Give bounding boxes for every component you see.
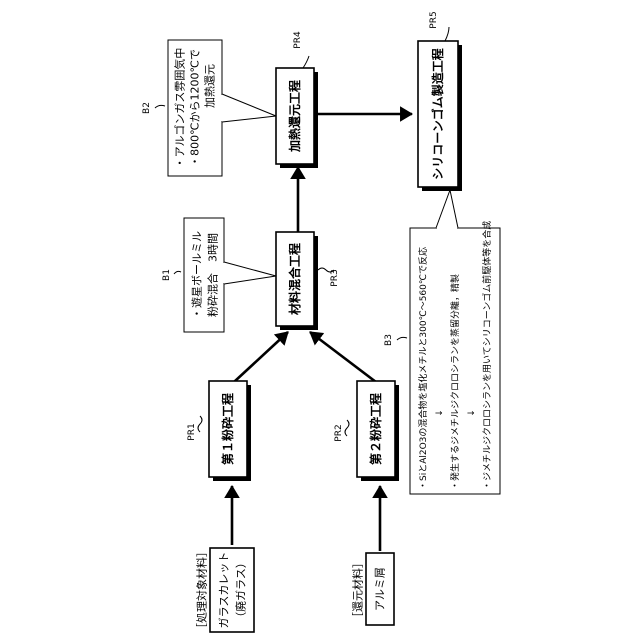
b3-leader <box>397 337 407 340</box>
b3-pointer <box>436 190 458 228</box>
input-reducing-material: ［還元材料］ アルミ屑 <box>351 553 395 625</box>
b3-line2: ・発生するジメチルジクロロシランを蒸留分離，精製 <box>449 274 461 490</box>
input-target-tag: ［処理対象材料］ <box>195 546 209 634</box>
pr2-label: 第２粉砕工程 <box>368 393 383 465</box>
b2-leader <box>155 105 165 108</box>
b3-arrow1: ↓ <box>435 409 445 417</box>
step-pr3: 材料混合工程 PR3 <box>276 232 340 330</box>
b2-pointer <box>222 94 276 122</box>
arrow-pr2-to-pr3 <box>310 332 376 382</box>
pr5-ref: PR5 <box>429 11 439 28</box>
flow-arrows <box>232 114 412 551</box>
input-reducer-line1: アルミ屑 <box>374 567 387 611</box>
b1-pointer <box>224 262 276 284</box>
pr3-label: 材料混合工程 <box>287 243 302 316</box>
b1-ref: B1 <box>162 269 172 281</box>
b3-ref: B3 <box>384 334 394 346</box>
input-target-material: ［処理対象材料］ ガラスカレット （廃ガラス） <box>195 546 255 634</box>
input-target-line1: ガラスカレット <box>218 552 231 629</box>
pr5-label: シリコーンゴム製造工程 <box>430 48 445 179</box>
pr1-label: 第１粉砕工程 <box>220 393 235 465</box>
b2-line1: ・アルゴンガス雰囲気中 <box>173 48 187 169</box>
step-pr2: 第２粉砕工程 PR2 <box>334 381 399 481</box>
b2-ref: B2 <box>142 102 152 114</box>
b3-arrow2: ↓ <box>467 409 477 417</box>
pr3-ref: PR3 <box>330 269 340 286</box>
input-target-line2: （廃ガラス） <box>234 557 248 623</box>
callout-b3: B3 ・SiとAl2O3の混合物を塩化メチルと300℃〜560℃で反応 ↓ ・発… <box>384 190 500 494</box>
pr1-ref: PR1 <box>187 423 197 440</box>
callout-b1: B1 ・遊星ボールミル 粉砕混合 3時間 <box>162 218 276 332</box>
pr4-ref: PR4 <box>293 31 303 49</box>
arrow-pr1-to-pr3 <box>234 332 288 382</box>
b1-line2: 粉砕混合 3時間 <box>206 233 220 317</box>
b3-line3: ・ジメチルジクロロシランを用いてシリコーンゴム前駆体等を合成 <box>481 221 493 490</box>
pr2-leader <box>345 420 349 436</box>
step-pr4: 加熱還元工程 PR4 <box>276 31 318 168</box>
b2-line3: 加熱還元 <box>204 64 217 108</box>
pr4-leader <box>303 56 309 68</box>
input-reducer-tag: ［還元材料］ <box>351 557 365 623</box>
b2-line2: ・800℃から1200℃で <box>189 49 202 167</box>
step-pr1: 第１粉砕工程 PR1 <box>187 381 251 481</box>
b1-leader <box>174 271 181 274</box>
pr2-ref: PR2 <box>334 424 344 441</box>
b1-line1: ・遊星ボールミル <box>190 231 204 319</box>
pr5-leader <box>445 27 449 41</box>
b3-line1: ・SiとAl2O3の混合物を塩化メチルと300℃〜560℃で反応 <box>417 247 429 490</box>
pr1-leader <box>198 416 202 432</box>
callout-b2: B2 ・アルゴンガス雰囲気中 ・800℃から1200℃で 加熱還元 <box>142 40 276 176</box>
pr4-label: 加熱還元工程 <box>287 80 302 153</box>
step-pr5: シリコーンゴム製造工程 PR5 <box>418 11 462 191</box>
